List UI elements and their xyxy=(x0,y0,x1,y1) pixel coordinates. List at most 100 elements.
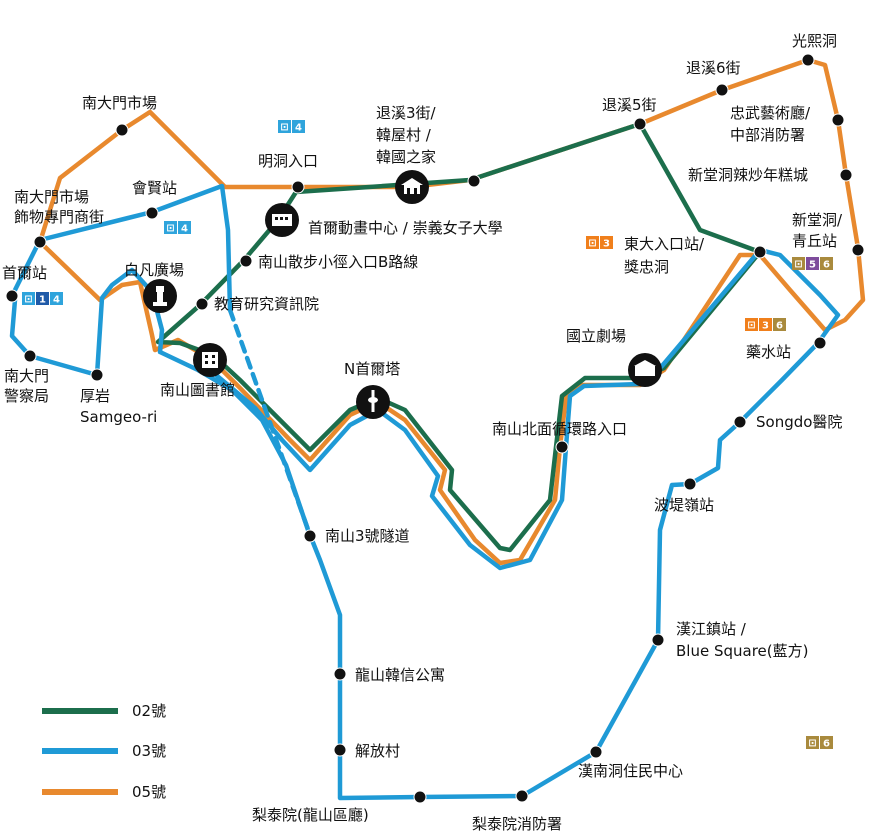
label-huam-2: Samgeo-ri xyxy=(80,408,157,426)
stop-yongsan-apt[interactable] xyxy=(333,667,347,681)
label-itaewon-fire: 梨泰院消防署 xyxy=(472,815,562,833)
subway-badge-myeongdong: ⊡ 4 xyxy=(278,120,305,134)
stop-education-center[interactable] xyxy=(195,297,209,311)
stop-namdaemun-police[interactable] xyxy=(23,349,37,363)
label-namdaemun-market: 南大門市場 xyxy=(82,94,157,112)
legend: 02號 03號 05號 xyxy=(42,702,166,801)
svg-text:1: 1 xyxy=(39,295,46,306)
svg-text:3: 3 xyxy=(603,239,610,250)
route-03-tunnel-dashed xyxy=(227,307,313,538)
label-gwanghui: 光熙洞 xyxy=(792,32,837,50)
subway-badge-hannam: ⊡ 6 xyxy=(806,736,833,750)
subway-badge-yaksu: ⊡ 3 6 xyxy=(745,318,786,332)
svg-text:⊡: ⊡ xyxy=(794,259,802,270)
svg-text:⊡: ⊡ xyxy=(166,223,174,234)
svg-text:4: 4 xyxy=(295,123,302,134)
stop-hoehyeon[interactable] xyxy=(145,206,159,220)
label-toegye3-1: 退溪3街/ xyxy=(376,104,437,122)
stop-tteokbokki[interactable] xyxy=(839,168,853,182)
subway-badge-dongguk: ⊡ 3 xyxy=(586,236,613,250)
stop-chungmu[interactable] xyxy=(831,113,845,127)
label-huam-1: 厚岩 xyxy=(80,387,110,405)
stop-hangang[interactable] xyxy=(651,633,665,647)
svg-text:4: 4 xyxy=(181,224,188,235)
label-yaksu: 藥水站 xyxy=(746,343,791,361)
label-baekbeom: 白凡廣場 xyxy=(124,261,184,279)
label-education-center: 教育研究資訊院 xyxy=(214,295,319,313)
label-toegye3-2: 韓屋村 / xyxy=(376,126,432,144)
svg-text:⊡: ⊡ xyxy=(747,320,755,331)
label-dongguk-1: 東大入口站/ xyxy=(624,235,705,253)
svg-text:5: 5 xyxy=(809,260,816,271)
svg-text:⊡: ⊡ xyxy=(588,238,596,249)
library-icon[interactable] xyxy=(193,343,227,377)
label-seoul-station: 首爾站 xyxy=(2,264,47,282)
route-02-line xyxy=(155,121,763,553)
label-hoehyeon: 會賢站 xyxy=(132,179,177,197)
stop-sindang[interactable] xyxy=(851,243,865,257)
tower-icon[interactable] xyxy=(356,385,390,419)
label-namsan-library: 南山圖書館 xyxy=(160,381,235,399)
label-tteokbokki: 新堂洞辣炒年糕城 xyxy=(688,166,808,184)
stop-namsan-trail[interactable] xyxy=(239,254,253,268)
theater-icon[interactable] xyxy=(628,353,662,387)
stop-namdaemun-accessory[interactable] xyxy=(33,235,47,249)
hanok-icon[interactable] xyxy=(395,170,429,204)
stop-songdo[interactable] xyxy=(733,415,747,429)
stop-namdaemun-market[interactable] xyxy=(115,123,129,137)
stop-haebangchon[interactable] xyxy=(333,743,347,757)
label-sindang-1: 新堂洞/ xyxy=(792,211,843,229)
route-05-line xyxy=(37,57,866,566)
svg-text:4: 4 xyxy=(53,295,60,306)
label-toegye3-3: 韓國之家 xyxy=(376,148,436,166)
svg-text:⊡: ⊡ xyxy=(24,294,32,305)
stop-beotigogae[interactable] xyxy=(683,477,697,491)
stop-toegye3[interactable] xyxy=(467,174,481,188)
stop-gwanghui[interactable] xyxy=(801,53,815,67)
stop-itaewon-fire[interactable] xyxy=(515,789,529,803)
label-toegye6: 退溪6街 xyxy=(686,59,741,77)
stop-dongguk[interactable] xyxy=(753,245,767,259)
stop-myeongdong[interactable] xyxy=(291,180,305,194)
stop-toegye5[interactable] xyxy=(633,117,647,131)
label-namdaemun-accessory-1: 南大門市場 xyxy=(14,188,89,206)
svg-text:3: 3 xyxy=(762,321,769,332)
route-03-branch-north xyxy=(9,183,233,313)
statue-icon[interactable] xyxy=(143,279,177,313)
stop-yaksu[interactable] xyxy=(813,336,827,350)
subway-badge-sindang: ⊡ 5 6 xyxy=(792,257,833,271)
svg-text:6: 6 xyxy=(823,739,830,750)
label-namdaemun-police-2: 警察局 xyxy=(4,387,49,405)
label-animation-center: 首爾動畫中心 / 崇義女子大學 xyxy=(308,219,503,237)
building-icon[interactable] xyxy=(265,203,299,237)
stop-seoul-station[interactable] xyxy=(5,289,19,303)
legend-label-02: 02號 xyxy=(132,702,166,720)
label-hangang-2: Blue Square(藍方) xyxy=(676,642,808,660)
label-tunnel3: 南山3號隧道 xyxy=(325,527,410,545)
label-myeongdong: 明洞入口 xyxy=(258,152,318,170)
label-chungmu-2: 中部消防署 xyxy=(730,126,805,144)
stop-namsan-bukmyeon[interactable] xyxy=(555,440,569,454)
label-songdo: Songdo醫院 xyxy=(756,413,842,431)
svg-text:⊡: ⊡ xyxy=(808,738,816,749)
legend-label-03: 03號 xyxy=(132,742,166,760)
label-haebangchon: 解放村 xyxy=(355,742,400,760)
legend-label-05: 05號 xyxy=(132,783,166,801)
stop-toegye6[interactable] xyxy=(715,83,729,97)
label-dongguk-2: 獎忠洞 xyxy=(624,258,669,276)
label-namsan-bukmyeon: 南山北面循環路入口 xyxy=(492,420,627,438)
svg-text:⊡: ⊡ xyxy=(280,122,288,133)
stop-hannam-center[interactable] xyxy=(589,745,603,759)
stop-tunnel3[interactable] xyxy=(303,529,317,543)
subway-badge-seoul: ⊡ 1 4 xyxy=(22,292,63,306)
route-03-line xyxy=(9,247,841,801)
label-namdaemun-accessory-2: 飾物專門商街 xyxy=(14,208,104,226)
label-namdaemun-police-1: 南大門 xyxy=(4,367,49,385)
label-sindang-2: 青丘站 xyxy=(792,232,837,250)
label-namsan-trail: 南山散步小徑入口B路線 xyxy=(258,253,418,271)
label-toegye5: 退溪5街 xyxy=(602,96,657,114)
svg-text:6: 6 xyxy=(776,321,783,332)
stop-itaewon-office[interactable] xyxy=(413,790,427,804)
stop-huam[interactable] xyxy=(90,368,104,382)
